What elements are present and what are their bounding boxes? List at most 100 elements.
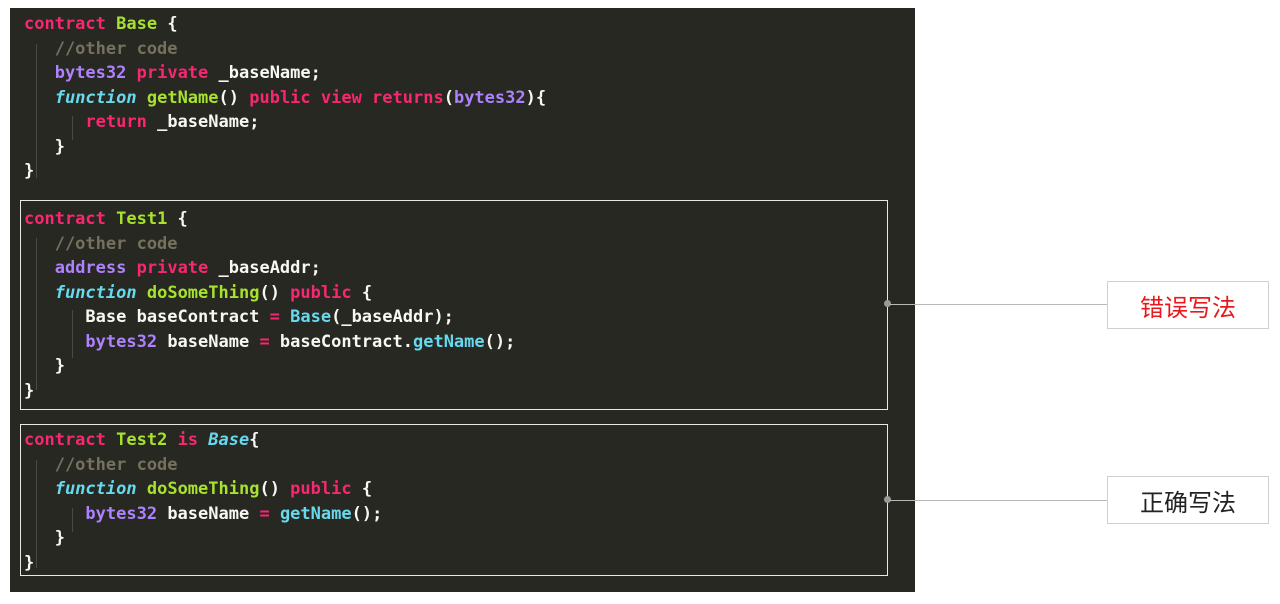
code-token: Test1 bbox=[116, 209, 168, 229]
connector-dot-wrong bbox=[884, 300, 891, 307]
code-line: return _baseName; bbox=[24, 110, 259, 134]
code-token bbox=[280, 307, 290, 327]
code-token: doSomeThing bbox=[146, 282, 260, 303]
code-token bbox=[24, 63, 55, 83]
code-token: } bbox=[24, 161, 35, 181]
code-token bbox=[24, 479, 55, 499]
code-token: //other code bbox=[24, 233, 178, 254]
code-token: public view returns bbox=[249, 87, 444, 108]
code-token bbox=[137, 479, 147, 499]
code-token: Base bbox=[290, 307, 332, 327]
code-line: function doSomeThing() public { bbox=[24, 281, 372, 305]
code-token: function bbox=[54, 282, 137, 303]
code-token: () bbox=[218, 87, 250, 108]
code-line: address private _baseAddr; bbox=[24, 256, 321, 280]
code-line: } bbox=[24, 526, 65, 550]
code-token bbox=[24, 258, 55, 278]
code-token: () bbox=[259, 282, 291, 303]
code-line: } bbox=[24, 159, 34, 183]
code-token bbox=[24, 283, 55, 303]
code-line: bytes32 private _baseName; bbox=[24, 61, 321, 85]
code-token: is bbox=[177, 430, 199, 450]
code-line: Base baseContract = Base(_baseAddr); bbox=[24, 305, 454, 329]
code-token: (_baseAddr); bbox=[331, 307, 454, 327]
code-token: = bbox=[269, 307, 280, 327]
code-line: contract Test1 { bbox=[24, 207, 188, 231]
code-line: } bbox=[24, 551, 34, 575]
code-token bbox=[24, 504, 85, 524]
indent-guide bbox=[72, 310, 73, 358]
code-line: //other code bbox=[24, 453, 178, 477]
code-token: baseName bbox=[157, 331, 260, 352]
code-line: bytes32 baseName = baseContract.getName(… bbox=[24, 330, 515, 354]
code-token: bytes32 bbox=[54, 63, 127, 83]
code-line: } bbox=[24, 354, 65, 378]
code-token: baseContract. bbox=[269, 331, 413, 352]
code-token: Base bbox=[208, 430, 250, 450]
code-token: = bbox=[259, 503, 270, 524]
code-token: getName bbox=[146, 87, 219, 108]
code-token: Test2 bbox=[116, 430, 168, 450]
code-token bbox=[137, 88, 147, 108]
connector-line-right bbox=[890, 500, 1108, 501]
code-line: bytes32 baseName = getName(); bbox=[24, 502, 382, 526]
code-token: _baseAddr; bbox=[208, 258, 321, 278]
indent-guide bbox=[72, 116, 73, 140]
code-token: } bbox=[24, 552, 35, 573]
indent-guide bbox=[36, 238, 37, 390]
wrong-usage-label: 错误写法 bbox=[1107, 281, 1269, 329]
code-token: private bbox=[136, 63, 209, 83]
code-token: contract bbox=[24, 430, 117, 450]
code-token: getName bbox=[412, 331, 485, 352]
code-token: { bbox=[157, 14, 178, 34]
code-token: //other code bbox=[24, 454, 178, 475]
code-token bbox=[126, 63, 136, 83]
code-token: _baseName; bbox=[146, 112, 260, 132]
code-token: contract bbox=[24, 14, 117, 34]
code-token: bytes32 bbox=[453, 87, 526, 108]
code-token: _baseName; bbox=[208, 63, 321, 83]
code-token: ){ bbox=[525, 87, 547, 108]
indent-guide bbox=[36, 44, 37, 178]
code-token: } bbox=[24, 380, 35, 401]
connector-dot-right bbox=[884, 496, 891, 503]
code-token: getName bbox=[279, 503, 352, 524]
code-token: contract bbox=[24, 209, 117, 229]
code-token: public bbox=[290, 282, 352, 303]
code-token: { bbox=[351, 479, 373, 499]
code-token: ( bbox=[443, 87, 454, 108]
code-line: function getName() public view returns(b… bbox=[24, 86, 546, 110]
code-token: { bbox=[167, 209, 188, 229]
code-line: contract Test2 is Base{ bbox=[24, 428, 260, 452]
code-token bbox=[167, 430, 177, 450]
code-token bbox=[137, 283, 147, 303]
code-token: function bbox=[54, 87, 137, 108]
code-token: bytes32 bbox=[85, 503, 158, 524]
code-editor: contract Base { //other code bytes32 pri… bbox=[10, 8, 915, 592]
connector-line-wrong bbox=[890, 304, 1108, 305]
code-token: { bbox=[249, 430, 260, 450]
code-token: (); bbox=[484, 331, 516, 352]
code-token: } bbox=[24, 356, 65, 376]
code-token: private bbox=[136, 258, 209, 278]
code-line: //other code bbox=[24, 37, 178, 61]
code-token: public bbox=[290, 479, 352, 499]
code-token: } bbox=[24, 528, 65, 548]
code-token: return bbox=[85, 112, 147, 132]
code-token: bytes32 bbox=[85, 331, 158, 352]
code-token bbox=[198, 430, 208, 450]
code-token: Base baseContract bbox=[24, 307, 270, 327]
code-token bbox=[126, 258, 136, 278]
code-line: function doSomeThing() public { bbox=[24, 477, 372, 501]
code-line: } bbox=[24, 379, 34, 403]
correct-usage-label: 正确写法 bbox=[1107, 476, 1269, 524]
code-line: contract Base { bbox=[24, 12, 178, 36]
code-token: } bbox=[24, 136, 65, 157]
code-token: = bbox=[259, 331, 270, 352]
code-token: (); bbox=[351, 503, 383, 524]
indent-guide bbox=[36, 460, 37, 568]
code-token: () bbox=[259, 479, 291, 499]
code-token: //other code bbox=[24, 38, 178, 59]
code-token bbox=[270, 504, 280, 524]
code-line: //other code bbox=[24, 232, 178, 256]
